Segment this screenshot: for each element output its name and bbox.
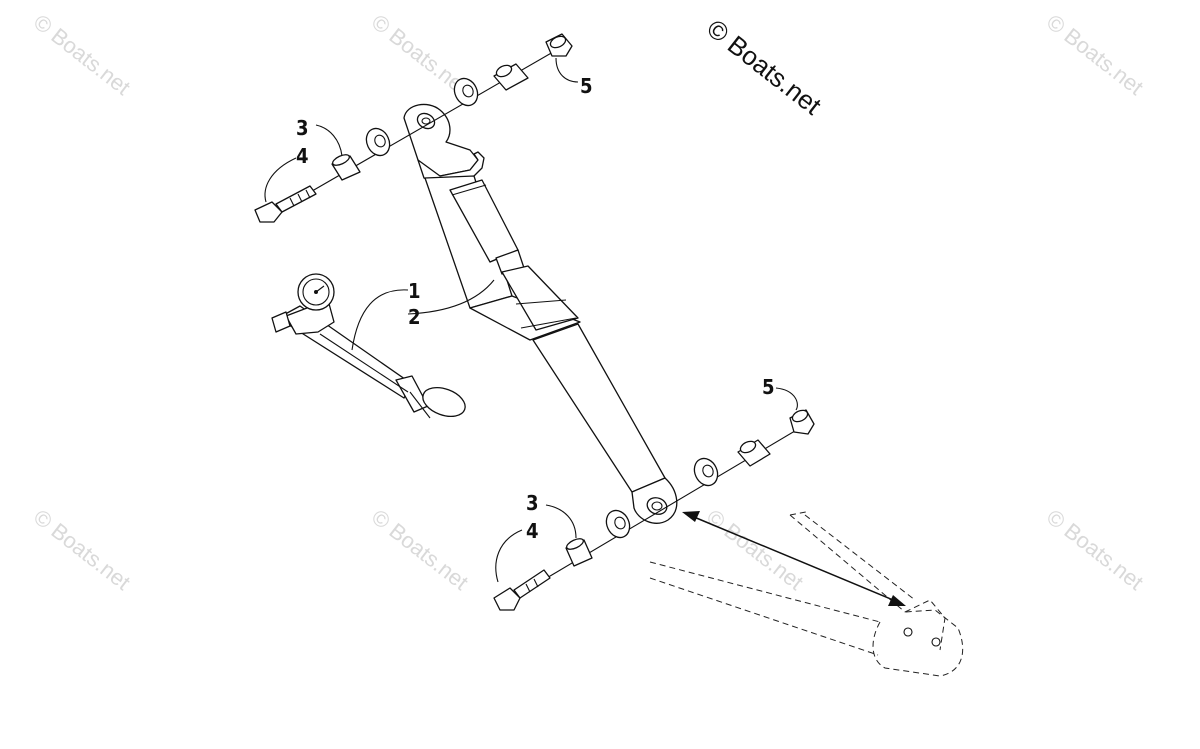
alignment-arrow: [682, 511, 906, 606]
watermark: © Boats.net: [702, 504, 808, 595]
watermark: © Boats.net: [367, 504, 473, 595]
watermark: © Boats.net: [29, 9, 135, 100]
lower-mount-hardware: [493, 409, 815, 611]
callout-2: 2: [408, 305, 421, 329]
callouts: 5 3 4 1 2 5 3 4: [296, 74, 775, 543]
copyright-label: © Boats.net: [701, 13, 827, 121]
callout-3-lower: 3: [526, 491, 539, 515]
watermark: © Boats.net: [1042, 9, 1148, 100]
callout-3-upper: 3: [296, 116, 309, 140]
air-pump-gauge: [271, 273, 466, 419]
callout-1: 1: [408, 279, 421, 303]
callout-5-lower: 5: [762, 375, 775, 399]
upper-mount-hardware: [254, 33, 573, 223]
callout-4-upper: 4: [296, 144, 309, 168]
a-arm-outline: [649, 511, 964, 677]
callout-4-lower: 4: [526, 519, 539, 543]
watermark: © Boats.net: [1042, 504, 1148, 595]
watermark: © Boats.net: [29, 504, 135, 595]
callout-5-upper: 5: [580, 74, 593, 98]
shock-absorber: [403, 103, 678, 524]
leader-lines: [264, 57, 798, 583]
